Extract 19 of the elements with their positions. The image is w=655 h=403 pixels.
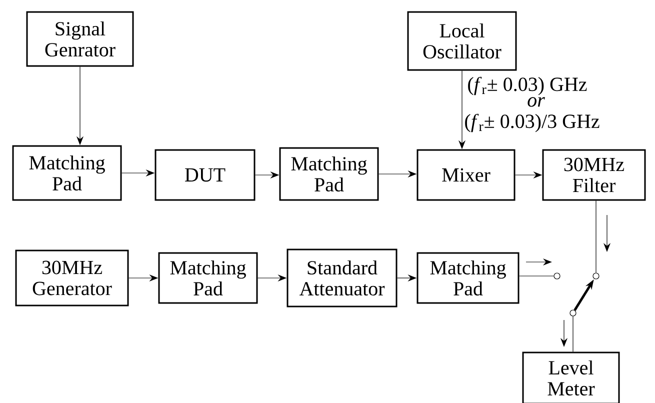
block-box: Signal Genrator bbox=[26, 11, 134, 67]
block-box: Matching Pad bbox=[416, 252, 520, 304]
block-box: Standard Attenuator bbox=[286, 248, 398, 308]
block-box: Mixer bbox=[416, 149, 516, 201]
block-box: 30MHz Generator bbox=[15, 250, 129, 306]
frequency-label: (f$_{r}$± 0.03)/3 GHz bbox=[465, 114, 600, 132]
block-box: Local Oscillator bbox=[407, 11, 517, 71]
block-box: Level Meter bbox=[522, 352, 620, 403]
block-box: DUT bbox=[154, 149, 256, 201]
switch-terminal bbox=[554, 272, 560, 280]
frequency-label: or bbox=[528, 97, 545, 107]
block-box: Matching Pad bbox=[279, 147, 379, 201]
connector bbox=[572, 316, 574, 352]
block-box: Matching Pad bbox=[158, 252, 258, 304]
switch-terminal bbox=[592, 272, 600, 280]
block-box: Matching Pad bbox=[12, 145, 122, 201]
switch-terminal bbox=[570, 310, 576, 316]
block-box: 30MHz Filter bbox=[542, 149, 646, 201]
frequency-label: (f$_{r}$± 0.03) GHz bbox=[468, 76, 587, 96]
